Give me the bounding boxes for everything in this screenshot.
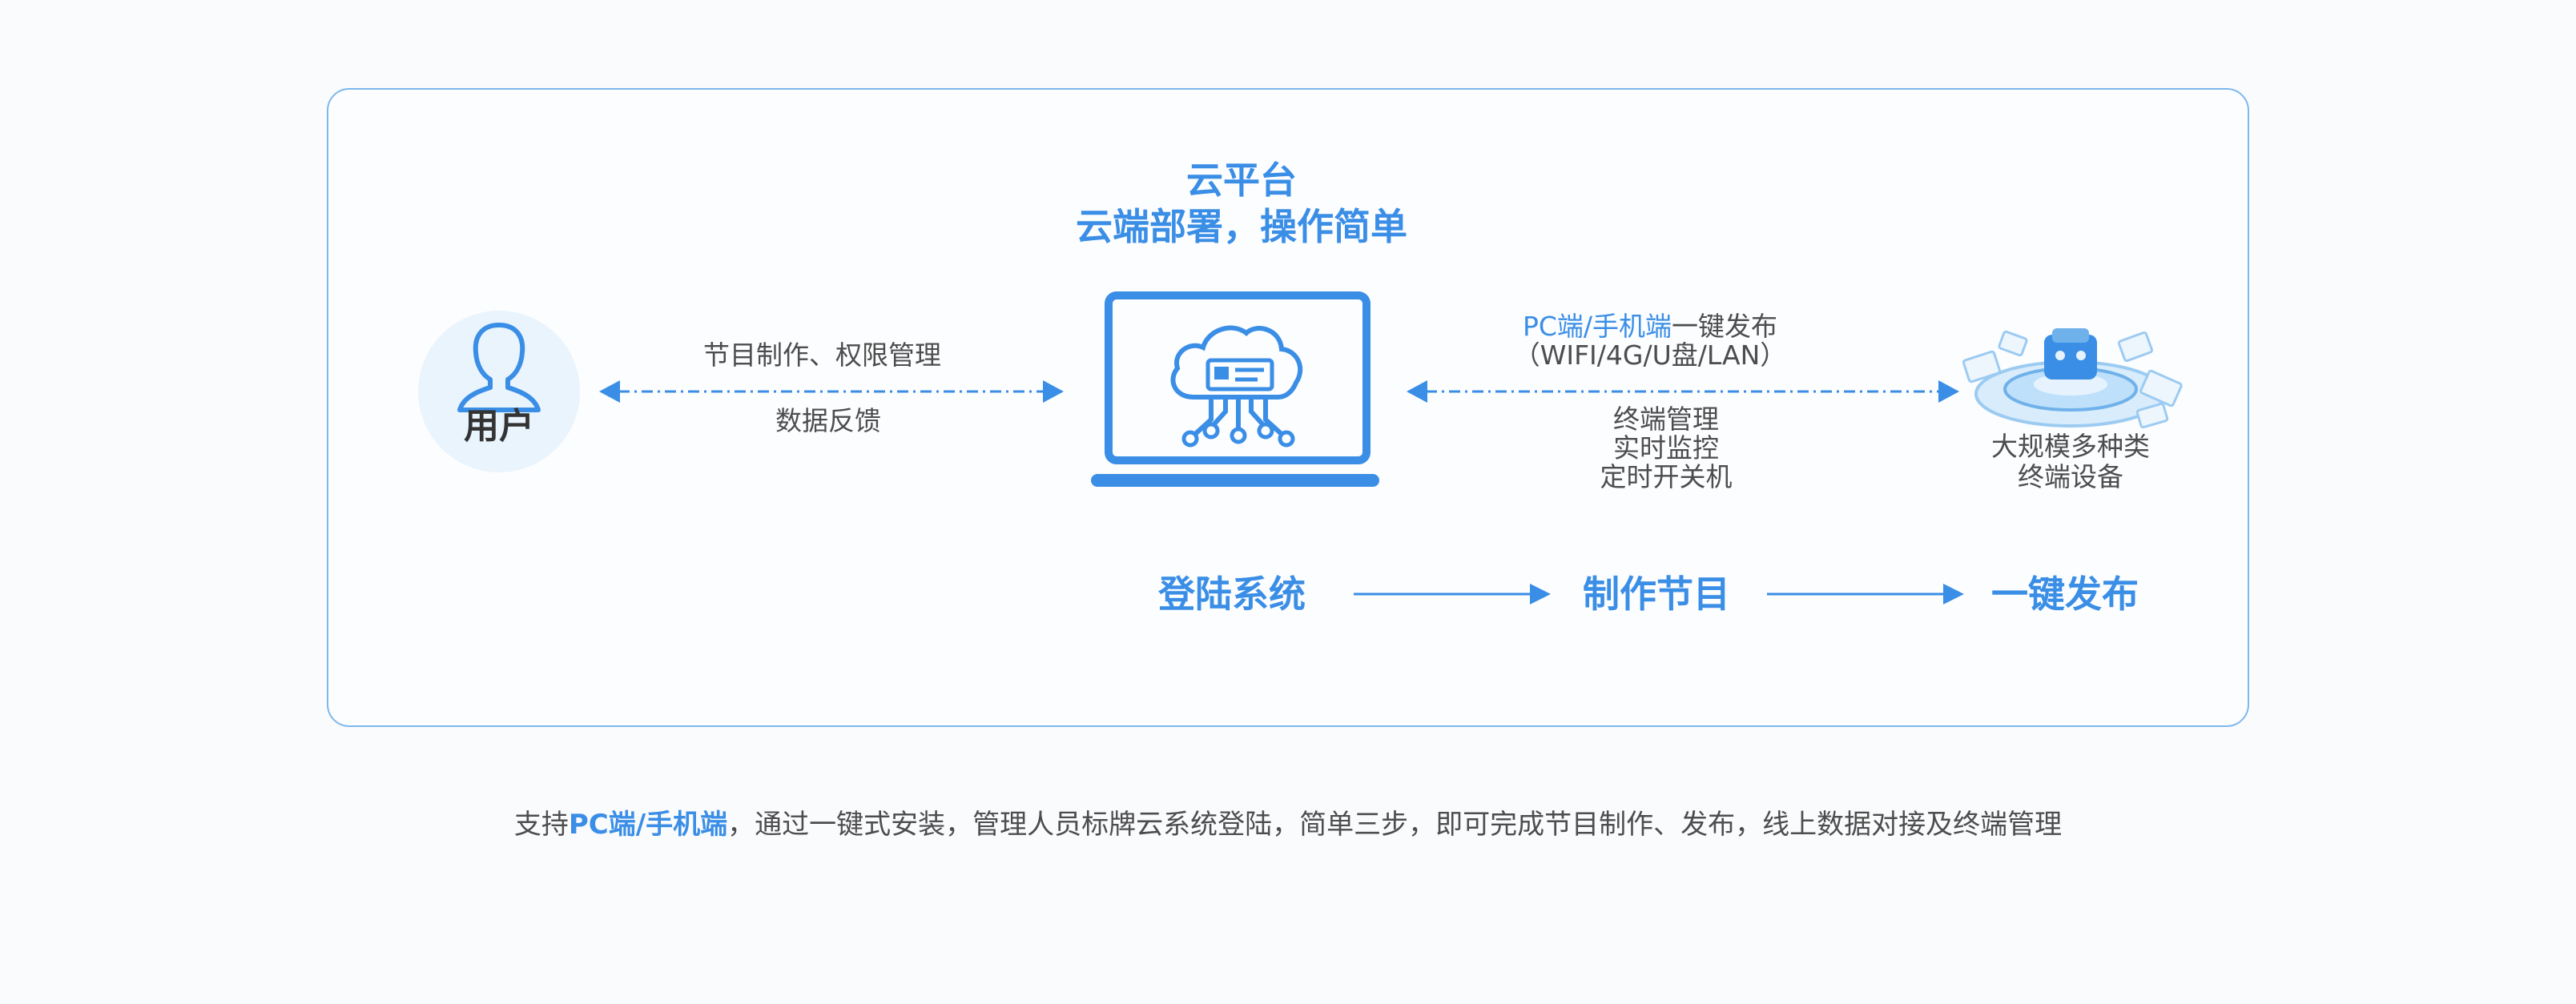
user-icon [457,323,541,412]
step-login: 登陆系统 [1158,572,1306,616]
step-create: 制作节目 [1583,572,1730,616]
user-arrow-top-label: 节目制作、权限管理 [703,339,941,371]
publish-highlight: PC端/手机端 [1522,311,1672,342]
user-platform-arrow [599,380,1064,403]
cloud-laptop-icon [1091,291,1379,487]
caption-suffix: ，通过一键式安装，管理人员标牌云系统登陆，简单三步，即可完成节目制作、发布，线上… [727,809,2063,841]
manage-item-monitor: 实时监控 [1613,432,1719,464]
step-arrow-2 [1767,584,1964,604]
devices-label-line2: 终端设备 [2018,461,2123,492]
caption-highlight: PC端/手机端 [568,809,728,841]
platform-device-arrow [1407,380,1959,403]
step-publish: 一键发布 [1991,572,2139,616]
caption-prefix: 支持 [513,809,569,841]
devices-label-line1: 大规模多种类 [1991,431,2150,462]
footer-caption: 支持PC端/手机端，通过一键式安装，管理人员标牌云系统登陆，简单三步，即可完成节… [0,805,2576,844]
manage-item-terminal: 终端管理 [1613,404,1719,435]
terminal-devices-icon [1962,328,2183,429]
user-avatar: 用户 [418,311,580,472]
publish-label: PC端/手机端一键发布 [1490,311,1810,343]
user-label: 用户 [464,406,534,447]
platform-subtitle: 云端部署，操作简单 [1076,205,1407,248]
manage-item-schedule: 定时开关机 [1600,461,1733,492]
publish-text: 一键发布 [1672,311,1778,342]
step-arrow-1 [1354,584,1551,604]
platform-title: 云平台 [1186,159,1297,202]
network-label: （WIFI/4G/U盘/LAN） [1513,339,1787,371]
user-arrow-bottom-label: 数据反馈 [775,405,881,436]
